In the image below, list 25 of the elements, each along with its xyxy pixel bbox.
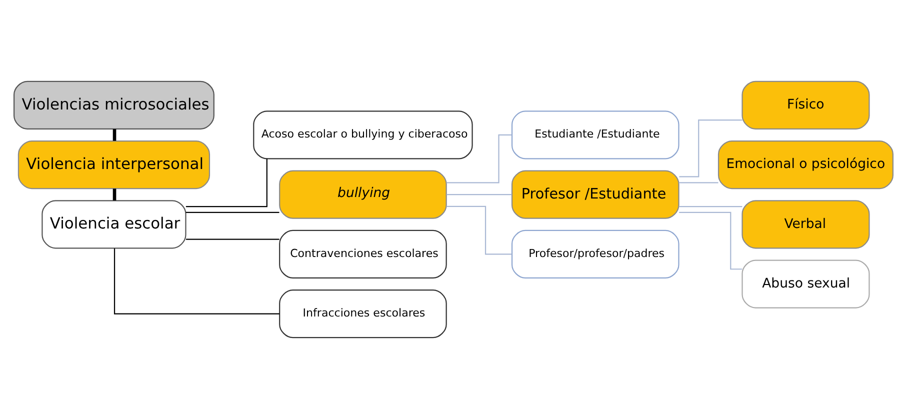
- node-box: Emocional o psicológico: [717, 140, 894, 189]
- connector: [185, 238, 279, 240]
- node-box: Abuso sexual: [741, 259, 870, 308]
- node-box: Infracciones escolares: [278, 289, 446, 338]
- node-box: Violencia interpersonal: [17, 140, 210, 189]
- node-box: Verbal: [741, 200, 870, 248]
- connector: [446, 205, 512, 254]
- connector: [678, 206, 742, 207]
- connector: [113, 248, 280, 314]
- node-box: Físico: [741, 80, 870, 129]
- node-box: Violencia escolar: [41, 200, 186, 248]
- connector: [112, 128, 116, 140]
- connector: [446, 194, 512, 195]
- connector: [678, 182, 718, 183]
- node-box: bullying: [278, 170, 446, 218]
- connector: [185, 158, 267, 207]
- connector: [678, 119, 742, 177]
- connector: [185, 211, 279, 212]
- connector: [112, 188, 116, 200]
- node-box: Violencias microsociales: [12, 80, 214, 129]
- node-box: Profesor /Estudiante: [510, 170, 679, 218]
- node-box: Contravenciones escolares: [278, 229, 446, 278]
- node-box: Acoso escolar o bullying y ciberacoso: [252, 110, 472, 159]
- node-box: Estudiante /Estudiante: [510, 110, 679, 159]
- node-box: Profesor/profesor/padres: [510, 229, 679, 278]
